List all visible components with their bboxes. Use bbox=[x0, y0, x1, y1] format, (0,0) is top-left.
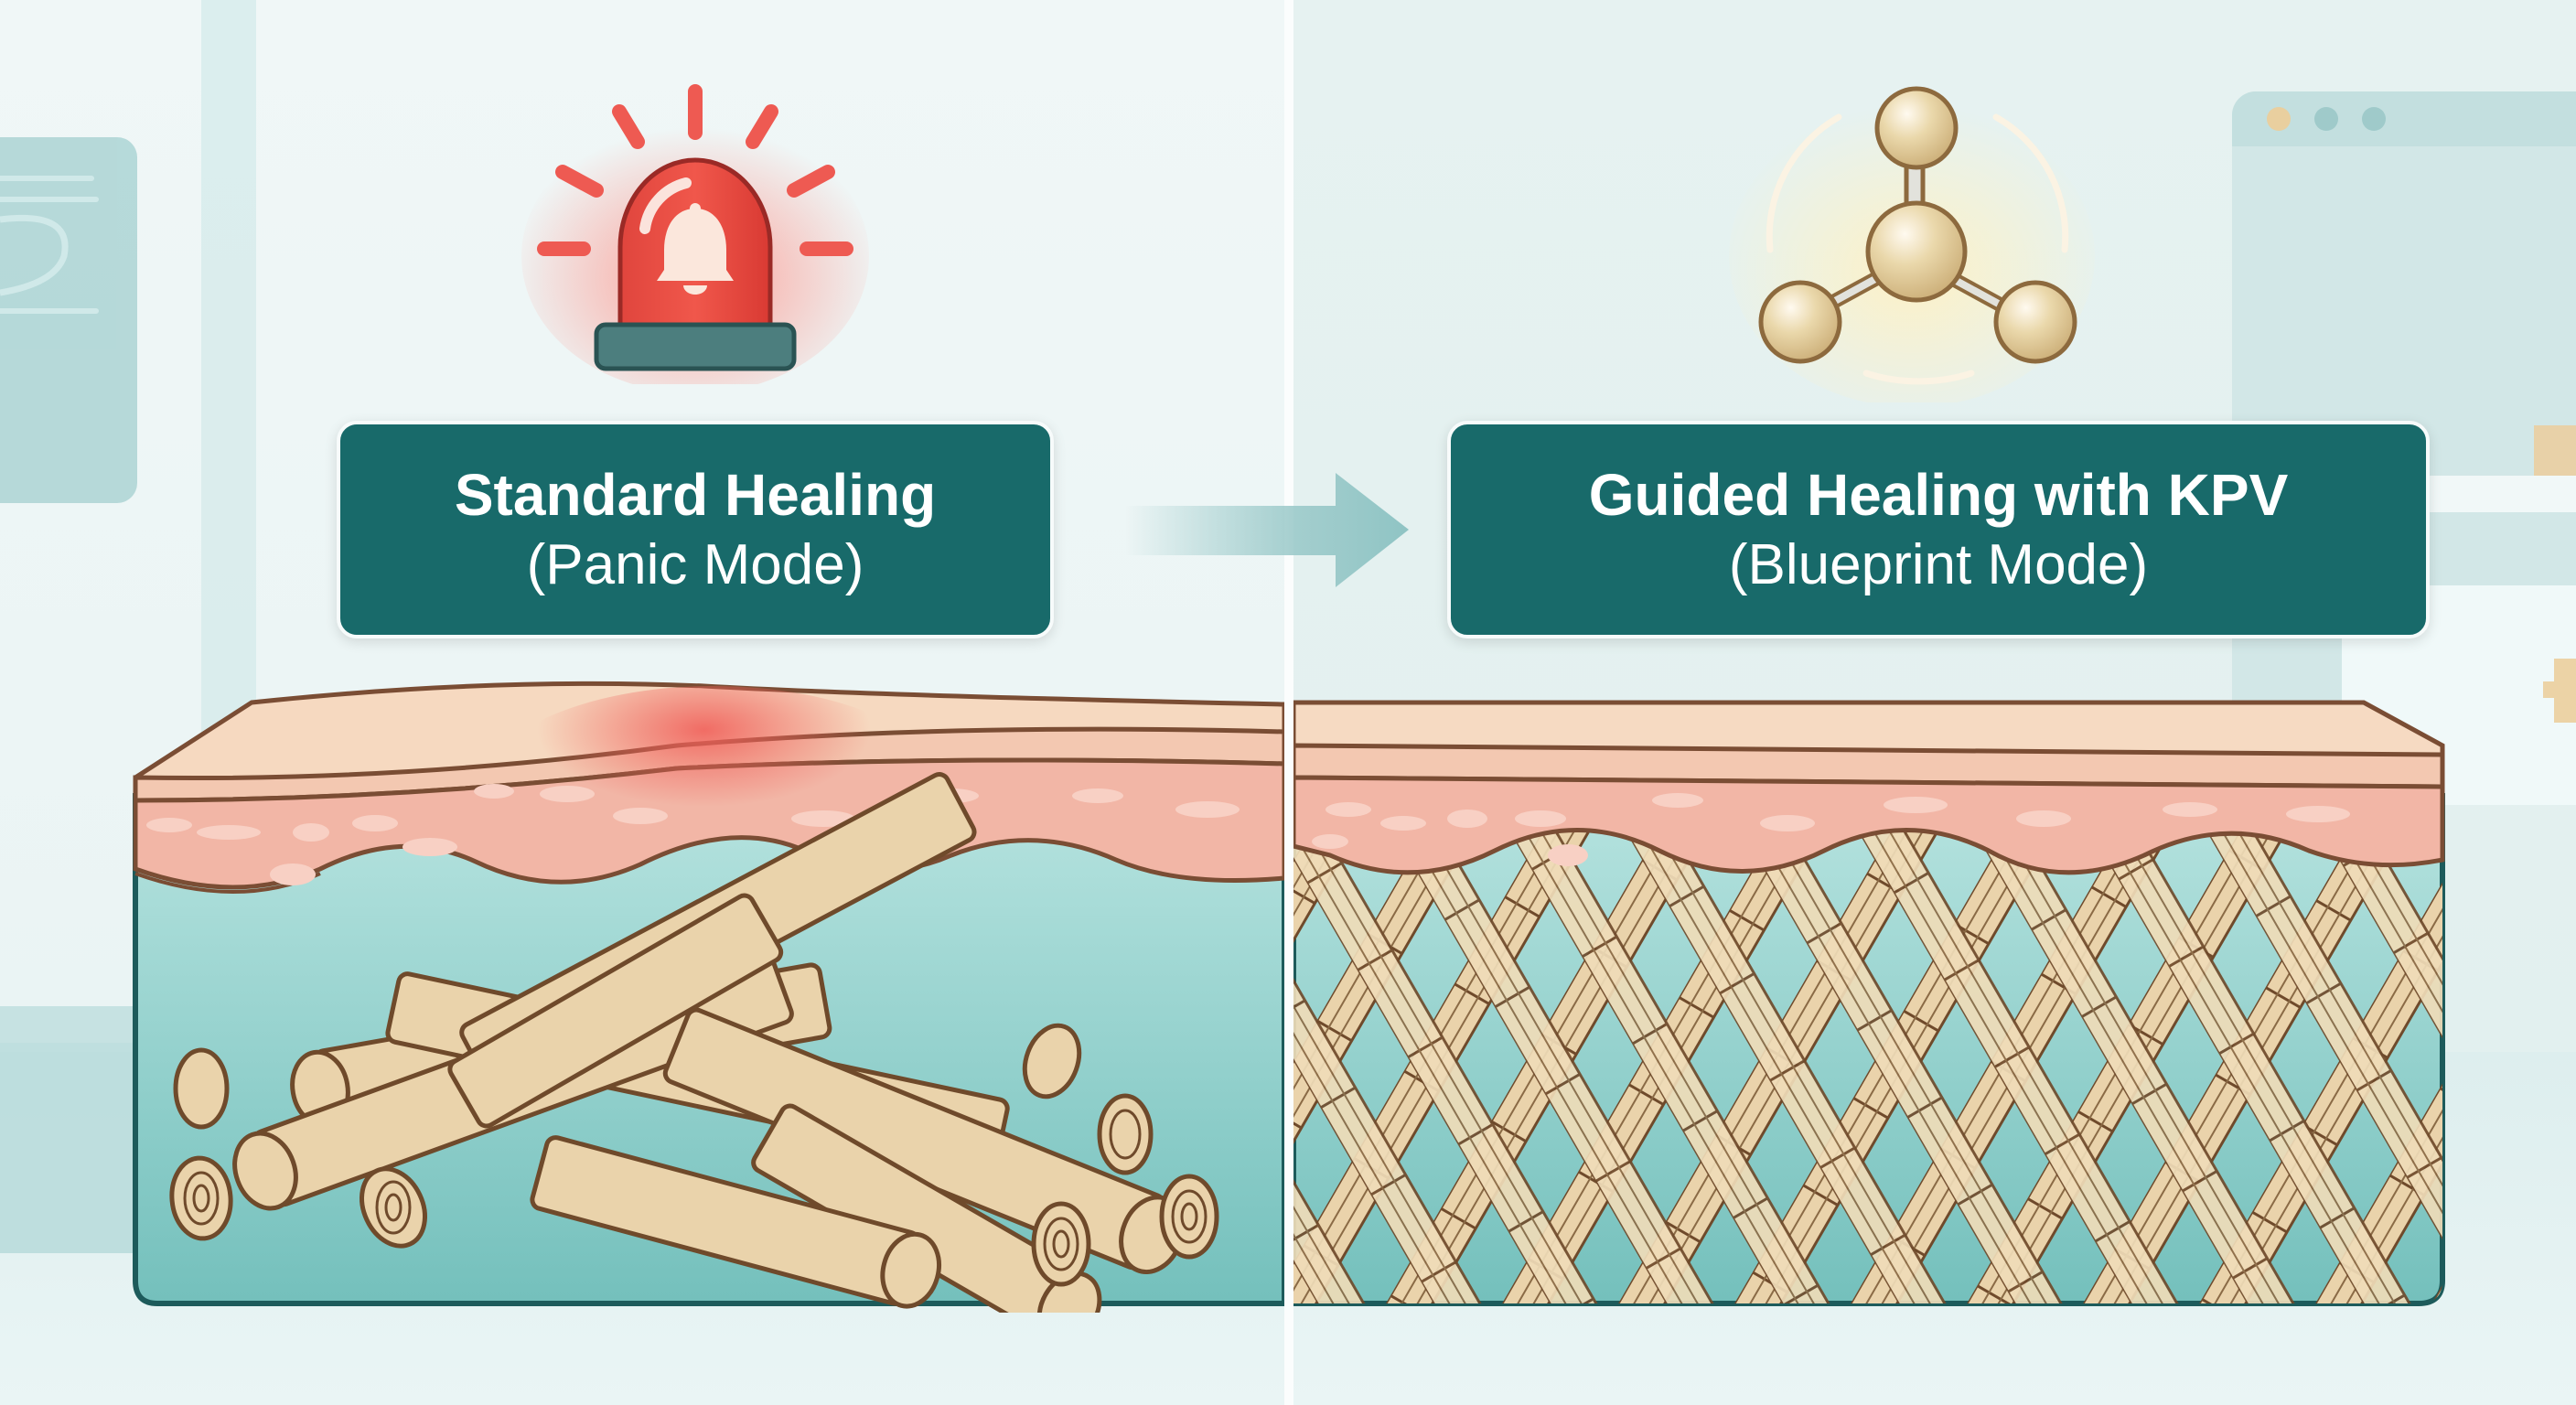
alarm-siren-icon bbox=[512, 55, 878, 393]
standard-healing-label: Standard Healing (Panic Mode) bbox=[337, 421, 1054, 638]
disorganized-tissue-cross-section bbox=[128, 659, 1287, 1346]
guided-healing-label: Guided Healing with KPV (Blueprint Mode) bbox=[1447, 421, 2430, 638]
monitor-dot-icon bbox=[2267, 107, 2291, 131]
organized-tissue-cross-section bbox=[1291, 659, 2448, 1313]
right-panel-subtitle: (Blueprint Mode) bbox=[1728, 533, 2149, 596]
left-cabinet bbox=[0, 1043, 146, 1253]
right-panel-title: Guided Healing with KPV bbox=[1588, 462, 2289, 528]
wall-poster bbox=[0, 137, 137, 503]
molecule-icon bbox=[1720, 55, 2104, 407]
medical-cross-icon bbox=[2543, 681, 2576, 698]
panel-divider bbox=[1284, 0, 1293, 1405]
left-panel-subtitle: (Panic Mode) bbox=[526, 533, 864, 596]
monitor-dot-icon bbox=[2314, 107, 2338, 131]
left-panel-title: Standard Healing bbox=[454, 462, 937, 528]
poster-graphic-icon bbox=[0, 176, 99, 314]
monitor-dot-icon bbox=[2362, 107, 2386, 131]
shelf-box bbox=[2534, 425, 2576, 476]
arrow-right-icon bbox=[1125, 471, 1418, 590]
